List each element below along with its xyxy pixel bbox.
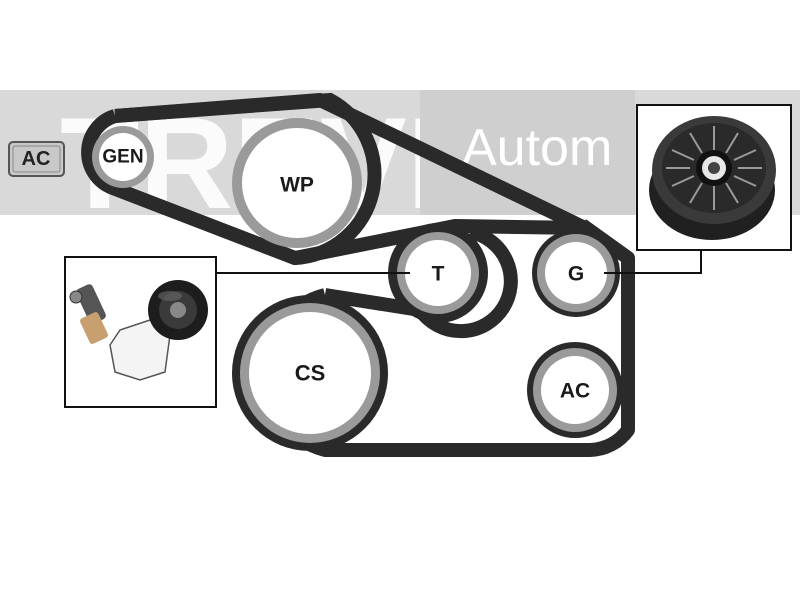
pulley-g-label: G xyxy=(568,263,584,286)
tensioner-assembly-icon xyxy=(69,280,208,381)
pulley-ac-label: AC xyxy=(560,380,590,403)
upper-belt xyxy=(81,92,592,266)
pulley-ac: AC xyxy=(527,342,623,438)
pulley-gen-label: GEN xyxy=(102,147,143,168)
idler-leader-line xyxy=(604,250,702,274)
pulley-wp-label: WP xyxy=(280,174,314,197)
pulley-t: T xyxy=(388,223,488,323)
pulley-t-label: T xyxy=(432,263,445,286)
ac-badge-label: AC xyxy=(22,148,51,170)
pulley-cs: CS xyxy=(232,295,388,451)
pulley-gen: GEN xyxy=(92,126,154,188)
pulley-wp: WP xyxy=(232,118,362,248)
pulley-g: G xyxy=(532,229,620,317)
tensioner-inset xyxy=(64,256,217,408)
idler-inset xyxy=(636,104,792,251)
ac-badge: AC xyxy=(8,141,65,177)
idler-pulley-icon xyxy=(649,116,776,240)
watermark-text: Autom xyxy=(462,119,612,177)
pulley-cs-label: CS xyxy=(295,361,326,386)
